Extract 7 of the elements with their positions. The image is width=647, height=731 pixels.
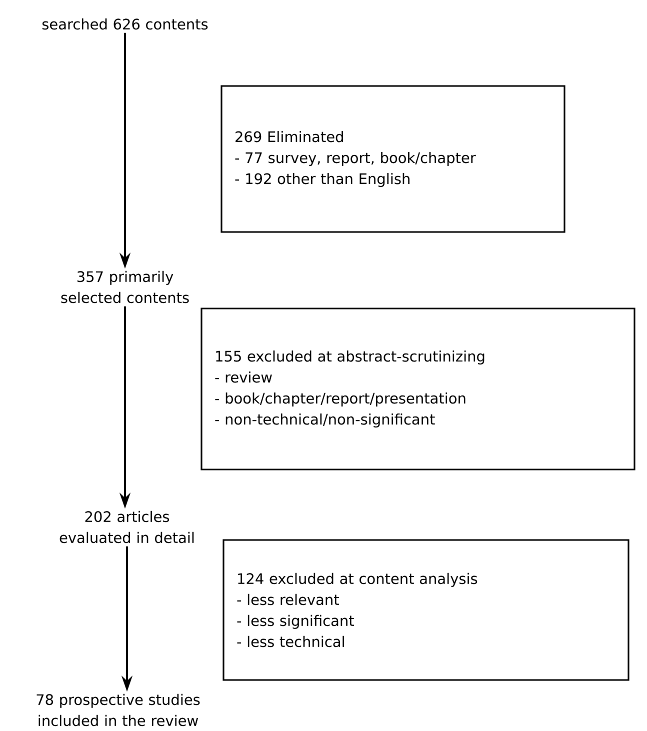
step-label: 357 primarily selected contents (61, 270, 189, 304)
step-label: 202 articles evaluated in detail (60, 510, 194, 544)
excluded-box: 124 excluded at content analysis - less relevant - less significant - less technical (222, 539, 630, 681)
excluded-box: 155 excluded at abstract-scrutinizing - review - book/chapter/report/presentation - non-technical/non-significant (200, 308, 636, 470)
step-label: searched 626 contents (42, 18, 208, 30)
step-label: 78 prospective studies included in the review (36, 694, 200, 726)
excluded-box: 269 Eliminated - 77 survey, report, book/chapter - 192 other than English (220, 85, 566, 233)
